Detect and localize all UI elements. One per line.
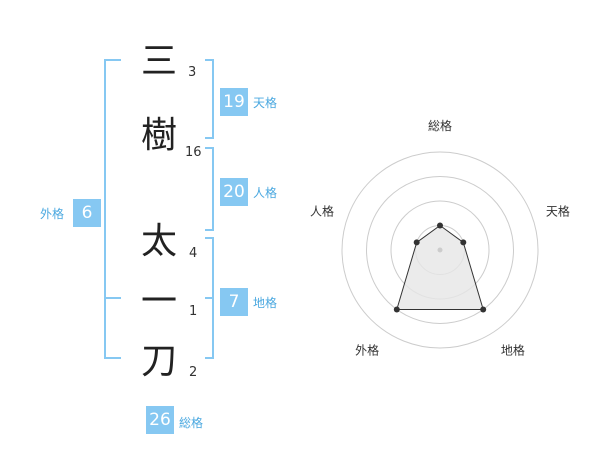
- jinkaku-value-badge: 20: [220, 178, 248, 206]
- tenkaku-bracket: [205, 59, 214, 139]
- outer-bracket: [104, 59, 121, 359]
- chikaku-label: 地格: [253, 296, 278, 310]
- radar-axis-label: 総格: [428, 118, 452, 133]
- radar-point: [437, 222, 443, 229]
- radar-axis-label: 天格: [546, 204, 570, 219]
- radar-axis-label: 人格: [310, 204, 334, 219]
- jinkaku-label: 人格: [253, 186, 278, 200]
- soukaku-label: 総格: [179, 416, 204, 430]
- name-char-5: 刀: [140, 341, 177, 382]
- stroke-count-2: 16: [185, 145, 202, 160]
- stroke-count-1: 3: [188, 65, 197, 80]
- stroke-count-3: 4: [189, 246, 198, 261]
- soukaku-value-badge: 26: [146, 406, 174, 434]
- name-char-2: 樹: [140, 115, 177, 156]
- radar-point: [460, 239, 467, 246]
- radar-center: [437, 247, 443, 253]
- radar-point: [480, 306, 487, 313]
- tenkaku-label: 天格: [253, 96, 278, 110]
- radar-polygon: [396, 224, 484, 310]
- radar-axis-label: 地格: [501, 342, 525, 357]
- stroke-count-4: 1: [189, 304, 198, 319]
- name-char-3: 太: [140, 221, 177, 262]
- name-char-1: 三: [140, 41, 177, 82]
- radar-point: [393, 306, 400, 313]
- gaikaku-label: 外格: [40, 207, 65, 221]
- radar-ring: [366, 176, 514, 324]
- gaikaku-value-badge: 6: [73, 199, 101, 227]
- chikaku-value-badge: 7: [220, 288, 248, 316]
- stroke-count-5: 2: [189, 365, 198, 380]
- radar-axis-label: 外格: [355, 342, 379, 357]
- name-char-4: 一: [140, 281, 177, 322]
- radar-ring: [341, 151, 539, 349]
- radar-point: [413, 239, 420, 246]
- tenkaku-value-badge: 19: [220, 88, 248, 116]
- jinkaku-bracket: [205, 147, 214, 231]
